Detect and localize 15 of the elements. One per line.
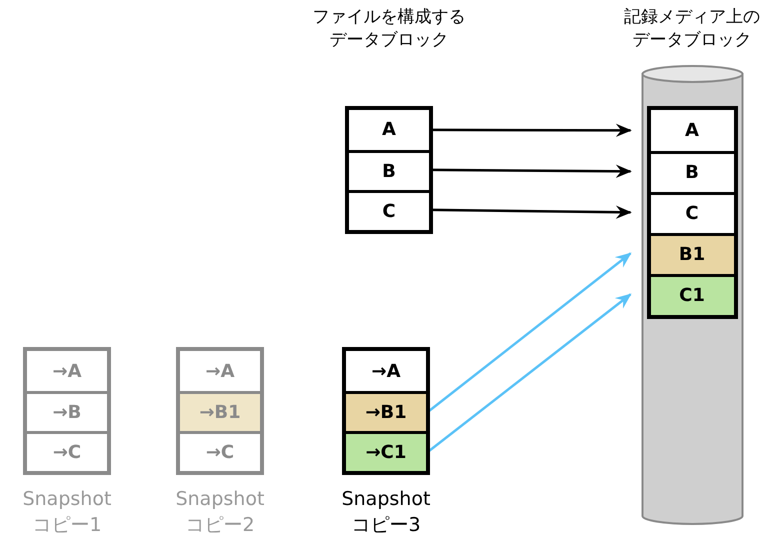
- arrow: [432, 206, 632, 219]
- arrow: [428, 252, 632, 412]
- stack-label: Snapshot コピー2: [174, 487, 266, 538]
- data-block: C1: [650, 274, 734, 315]
- stack-label: Snapshot コピー1: [22, 487, 112, 538]
- arrow: [432, 164, 632, 178]
- data-block: B1: [650, 232, 734, 274]
- stack-label: Snapshot コピー3: [340, 487, 432, 538]
- stack-label: 記録メディア上のデータブロック: [622, 6, 761, 52]
- data-block: →B1: [346, 391, 426, 431]
- arrow: [432, 124, 632, 137]
- data-block: →B1: [180, 391, 260, 431]
- stack-label: ファイルを構成するデータブロック: [311, 6, 466, 52]
- arrow: [428, 293, 632, 452]
- data-block: →C1: [346, 431, 426, 471]
